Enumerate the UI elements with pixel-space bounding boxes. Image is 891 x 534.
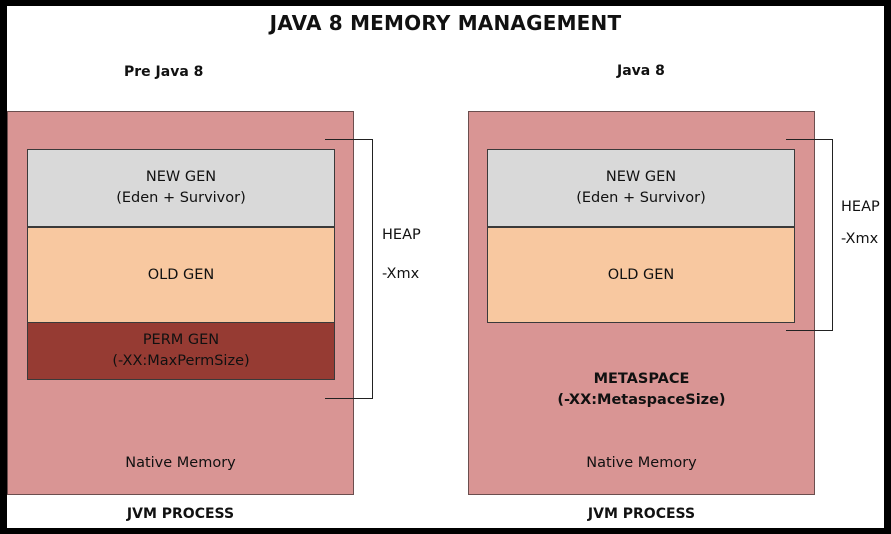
pre-java8-xmx-label: -Xmx	[382, 266, 420, 282]
java8-jvm-process-label: JVM PROCESS	[587, 506, 696, 522]
java8-old-gen-label: OLD GEN	[607, 266, 675, 283]
diagram-canvas: JAVA 8 MEMORY MANAGEMENT Pre Java 8 NEW …	[7, 6, 884, 528]
pre-java8-new-gen-block: NEW GEN (Eden + Survivor)	[27, 149, 335, 227]
java8-new-gen-block: NEW GEN (Eden + Survivor)	[487, 149, 795, 227]
java8-metaspace-sublabel: (-XX:MetaspaceSize)	[557, 392, 726, 408]
java8-new-gen-label: NEW GEN	[605, 169, 677, 185]
pre-java8-perm-gen-block: PERM GEN (-XX:MaxPermSize)	[27, 322, 335, 380]
pre-java8-old-gen-block: OLD GEN	[27, 227, 335, 323]
pre-java8-perm-gen-sublabel: (-XX:MaxPermSize)	[112, 353, 250, 369]
java8-native-memory-label: Native Memory	[586, 455, 697, 471]
java8-xmx-label: -Xmx	[841, 231, 879, 247]
java8-new-gen-sublabel: (Eden + Survivor)	[576, 190, 706, 206]
java8-heap-label: HEAP	[841, 199, 880, 215]
java8-metaspace-label: METASPACE	[593, 371, 690, 387]
pre-java8-native-memory-label: Native Memory	[125, 455, 236, 471]
pre-java8-heap-label: HEAP	[382, 227, 421, 243]
pre-java8-heap-bracket	[325, 139, 373, 399]
java8-heap-bracket	[786, 139, 833, 331]
java8-heading: Java 8	[617, 63, 665, 79]
pre-java8-perm-gen-label: PERM GEN	[142, 332, 220, 348]
pre-java8-new-gen-label: NEW GEN	[145, 169, 217, 185]
pre-java8-heading: Pre Java 8	[124, 64, 204, 80]
diagram-title: JAVA 8 MEMORY MANAGEMENT	[269, 11, 622, 35]
pre-java8-jvm-process-label: JVM PROCESS	[126, 506, 235, 522]
pre-java8-new-gen-sublabel: (Eden + Survivor)	[116, 190, 246, 206]
pre-java8-old-gen-label: OLD GEN	[147, 266, 215, 283]
java8-old-gen-block: OLD GEN	[487, 227, 795, 323]
java8-metaspace-block: METASPACE (-XX:MetaspaceSize)	[468, 369, 815, 411]
